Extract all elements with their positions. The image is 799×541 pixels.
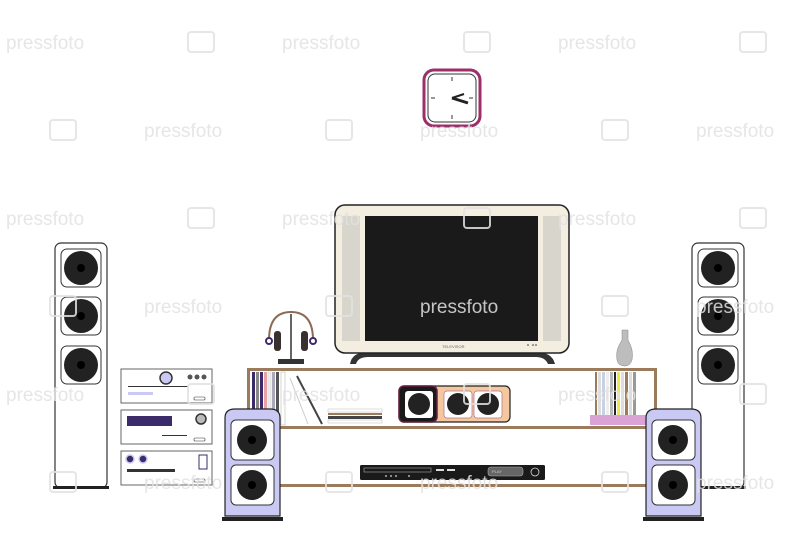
watermark-text: pressfoto (558, 385, 636, 406)
vase (616, 329, 633, 367)
watermark-camera-icon (325, 119, 353, 141)
watermark-text: pressfoto (420, 297, 498, 318)
right-tower-speaker (690, 242, 746, 489)
watermark-text: pressfoto (144, 121, 222, 142)
watermark-camera-icon (187, 207, 215, 229)
tv-screen (365, 216, 538, 341)
dvd-display: PLAY (492, 469, 502, 474)
amplifier-unit (120, 368, 213, 404)
cd-rack (590, 372, 648, 425)
left-tower-speaker (53, 242, 109, 489)
watermark-text: pressfoto (144, 473, 222, 494)
tv-brand-label: TELEVISOR (442, 344, 465, 349)
watermark-text: pressfoto (144, 297, 222, 318)
watermark-text: pressfoto (282, 209, 360, 230)
watermark-text: pressfoto (282, 385, 360, 406)
watermark-camera-icon (325, 471, 353, 493)
watermark-text: pressfoto (6, 209, 84, 230)
watermark-camera-icon (601, 471, 629, 493)
clock-minute-hand (451, 93, 465, 99)
watermark-text: pressfoto (420, 121, 498, 142)
watermark-camera-icon (325, 295, 353, 317)
watermark-camera-icon (187, 383, 215, 405)
right-bookshelf-speaker (643, 408, 704, 521)
dvd-player: PLAY (360, 465, 545, 480)
watermark-camera-icon (49, 295, 77, 317)
watermark-camera-icon (463, 31, 491, 53)
watermark-camera-icon (601, 295, 629, 317)
watermark-text: pressfoto (558, 209, 636, 230)
watermark-camera-icon (463, 383, 491, 405)
left-bookshelf-speaker (222, 408, 283, 521)
watermark-camera-icon (49, 471, 77, 493)
watermark-text: pressfoto (696, 473, 774, 494)
headphones-on-stand (265, 310, 317, 364)
watermark-layer: pressfoto pressfoto pressfoto pressfoto pres… (6, 31, 774, 494)
watermark-camera-icon (187, 31, 215, 53)
watermark-camera-icon (739, 31, 767, 53)
tuner-unit (120, 409, 213, 445)
center-speaker (398, 385, 511, 423)
watermark-camera-icon (49, 119, 77, 141)
watermark-text: pressfoto (420, 473, 498, 494)
watermark-camera-icon (601, 119, 629, 141)
watermark-text: pressfoto (6, 385, 84, 406)
watermark-text: pressfoto (558, 33, 636, 54)
watermark-text: pressfoto (282, 33, 360, 54)
books (252, 371, 383, 426)
watermark-camera-icon (739, 383, 767, 405)
watermark-text: pressfoto (696, 297, 774, 318)
watermark-camera-icon (463, 207, 491, 229)
cd-player-unit (120, 450, 213, 486)
watermark-text: pressfoto (696, 121, 774, 142)
watermark-text: pressfoto (6, 33, 84, 54)
television: TELEVISOR (334, 204, 570, 364)
clock-hour-hand (451, 96, 469, 105)
wall-clock (422, 68, 482, 128)
watermark-camera-icon (739, 207, 767, 229)
stereo-stack (120, 368, 213, 486)
